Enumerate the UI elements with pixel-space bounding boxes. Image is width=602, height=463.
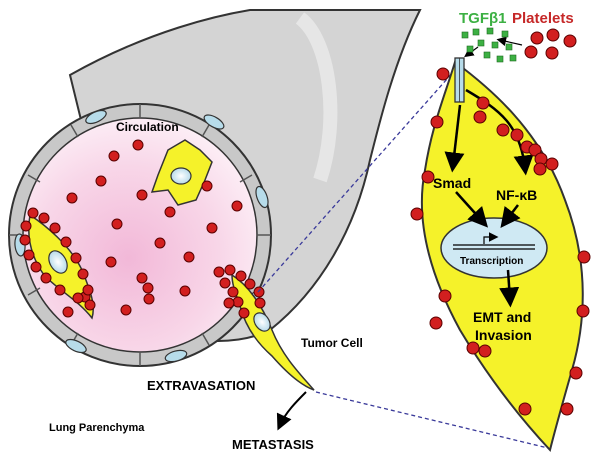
tumor-nucleus-adherent	[48, 250, 68, 274]
vessel-lumen	[22, 117, 258, 353]
label-platelets: Platelets	[512, 10, 574, 27]
label-transcription: Transcription	[460, 256, 523, 267]
label-emt-2: Invasion	[475, 327, 532, 343]
nucleus-enlarged	[440, 217, 548, 279]
tss-arrow	[483, 232, 499, 244]
tgfb1-molecules	[461, 27, 517, 63]
signaling-arrows	[444, 88, 534, 308]
tumor-nucleus-circulating	[170, 167, 192, 185]
label-nfkb: NF-κB	[496, 187, 537, 203]
platelets-enlarged-cell	[410, 67, 591, 416]
metastasis-arrow	[276, 391, 307, 431]
label-emt-1: EMT and	[473, 309, 531, 325]
label-smad: Smad	[433, 175, 471, 191]
platelets-vessel	[19, 139, 266, 319]
label-tumor-cell: Tumor Cell	[301, 336, 363, 350]
platelets-free	[524, 28, 577, 60]
label-tgfb1: TGFβ1	[459, 10, 507, 27]
label-extravasation: EXTRAVASATION	[147, 378, 255, 393]
vessel-highlight	[295, 12, 338, 183]
zoom-connector-lines	[257, 69, 549, 449]
label-circulation: Circulation	[116, 120, 179, 134]
label-metastasis: METASTASIS	[232, 437, 314, 452]
tumor-nucleus-extravasating	[253, 312, 271, 332]
label-lung-parenchyma: Lung Parenchyma	[49, 422, 145, 434]
